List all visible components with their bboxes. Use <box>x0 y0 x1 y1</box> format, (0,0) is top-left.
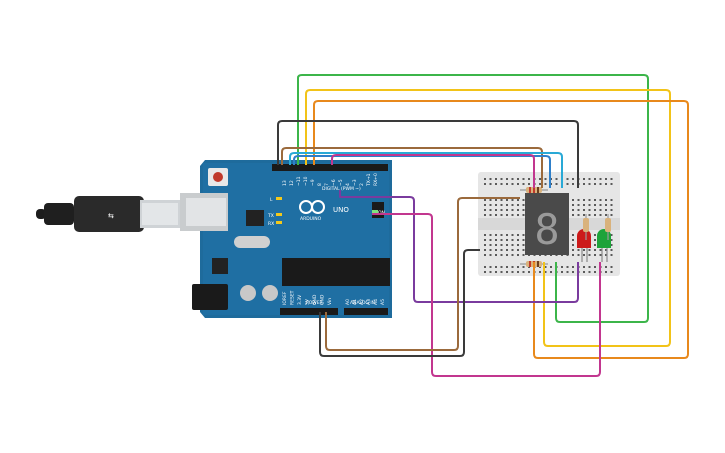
analog-pin-label-3: A3 <box>366 299 372 305</box>
digital-pin-label-9: 4 <box>345 183 351 186</box>
digital-pin-label-8: ~5 <box>338 179 344 186</box>
analog-header <box>344 308 388 315</box>
power-pin-label-5: GND <box>320 294 326 305</box>
wire-brown-bottom[interactable] <box>325 197 520 351</box>
tx-label: TX <box>267 213 274 219</box>
digital-pin-label-3: ~10 <box>303 176 309 186</box>
wire-cyan[interactable] <box>289 152 563 188</box>
digital-pin-label-4: ~9 <box>310 179 316 186</box>
analog-pin-label-5: A5 <box>380 299 386 305</box>
wire-magenta-bottom[interactable] <box>372 213 601 377</box>
digital-label: DIGITAL (PWM ~) <box>322 186 361 192</box>
power-pin-label-1: RESET <box>290 290 296 305</box>
analog-pin-label-4: A4 <box>373 299 379 305</box>
l-label: L <box>270 197 273 203</box>
wire-black-bottom[interactable] <box>319 249 480 357</box>
digital-pin-label-1: 12 <box>289 180 295 186</box>
power-pin-label-3: 5V <box>305 298 311 305</box>
analog-pin-label-1: A1 <box>352 299 358 305</box>
atmega-chip <box>282 258 390 286</box>
power-jack <box>192 284 228 310</box>
arduino-logo-icon <box>299 200 325 214</box>
wire-yellow[interactable] <box>305 89 671 347</box>
usb-icon: ⇆ <box>108 212 114 220</box>
power-pin-label-6: Vin <box>327 298 333 305</box>
resistor-led-red[interactable] <box>583 214 589 240</box>
brand-label: ARDUINO <box>300 216 322 222</box>
digital-pin-label-7: ~6 <box>331 179 337 186</box>
usb-cable[interactable]: ⇆ <box>36 196 180 232</box>
power-pin-label-0: IOREF <box>282 291 288 305</box>
rx-label: RX <box>268 221 274 227</box>
power-header <box>280 308 338 315</box>
wire-black-top[interactable] <box>277 120 579 188</box>
analog-pin-label-0: A0 <box>345 299 351 305</box>
uno-label: UNO <box>333 206 349 214</box>
analog-pin-label-2: A2 <box>359 299 365 305</box>
power-pin-label-2: 3.3V <box>297 294 303 305</box>
wire-purple[interactable] <box>339 190 579 303</box>
seven-segment-display[interactable]: 8 <box>525 193 569 255</box>
arduino-board[interactable]: DIGITAL (PWM ~) POWER ANALOG IN UNO ARDU… <box>180 160 392 318</box>
wire-brown-top[interactable] <box>281 147 543 188</box>
wire-green[interactable] <box>297 74 649 323</box>
digital-pin-label-12: TX→1 <box>366 173 372 187</box>
power-label: POWER <box>306 300 323 306</box>
digital-pin-label-2: ~11 <box>296 176 302 186</box>
analog-label: ANALOG IN <box>350 300 375 306</box>
digital-pin-label-5: 8 <box>317 183 323 186</box>
wire-orange[interactable] <box>313 100 689 359</box>
led-red[interactable] <box>577 229 591 262</box>
digital-pin-label-6: 7 <box>324 183 330 186</box>
wire-magenta-top[interactable] <box>331 154 535 188</box>
display-digit: 8 <box>534 205 559 254</box>
digital-pin-label-11: 2 <box>359 183 365 186</box>
digital-pin-label-0: 13 <box>282 180 288 186</box>
power-pin-label-4: GND <box>312 294 318 305</box>
resistor-led-green[interactable] <box>605 214 611 240</box>
digital-pin-label-10: ~3 <box>352 179 358 186</box>
resistor-top[interactable] <box>520 187 548 193</box>
digital-header <box>272 164 388 171</box>
digital-pin-label-13: RX←0 <box>373 173 379 186</box>
